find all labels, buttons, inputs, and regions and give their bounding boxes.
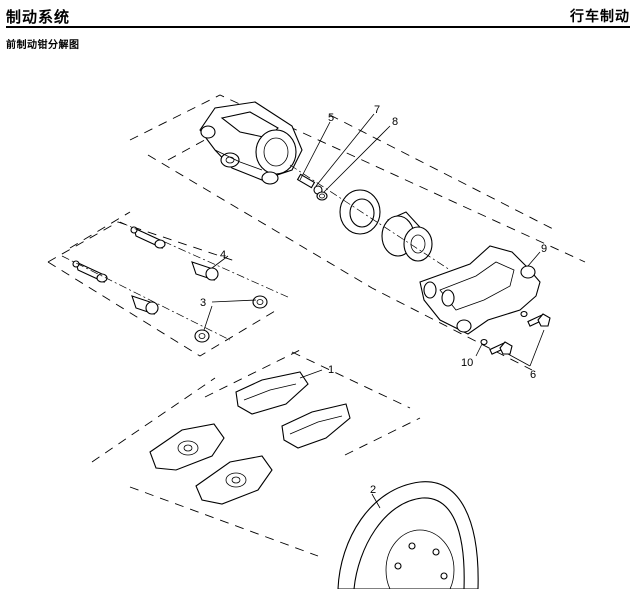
piston-seal bbox=[339, 189, 381, 235]
brake-pad-outer-upper bbox=[235, 371, 309, 415]
pin-axis-upper bbox=[119, 221, 291, 299]
brake-pad-outer-lower bbox=[281, 403, 351, 449]
callout-7: 7 bbox=[374, 104, 380, 116]
carrier-bolt-lower bbox=[489, 341, 513, 355]
caliper-housing bbox=[199, 101, 303, 185]
leader-lines bbox=[203, 113, 545, 509]
callout-8: 8 bbox=[392, 116, 398, 128]
callout-5: 5 bbox=[328, 112, 334, 124]
callout-3: 3 bbox=[200, 297, 206, 309]
callout-4: 4 bbox=[220, 249, 226, 261]
brake-pad-inner-upper bbox=[149, 423, 225, 471]
callout-9: 9 bbox=[541, 243, 547, 255]
guide-pin-lower bbox=[72, 260, 108, 283]
guide-bushing-lower bbox=[131, 295, 159, 315]
guide-pin-cap-lower bbox=[194, 329, 210, 343]
chapter-title: 行车制动 bbox=[570, 9, 630, 25]
brake-pad-group-frame bbox=[91, 349, 421, 557]
brake-pad-inner-lower bbox=[195, 455, 273, 505]
figure-subtitle: 前制动钳分解图 bbox=[6, 40, 80, 51]
callout-10: 10 bbox=[461, 357, 473, 369]
callout-1: 1 bbox=[328, 364, 334, 376]
section-title: 制动系统 bbox=[6, 8, 71, 26]
header-rule bbox=[6, 26, 630, 28]
guide-pin-cap-upper bbox=[252, 295, 268, 309]
washer-upper bbox=[520, 310, 528, 318]
guide-pin-group-frame bbox=[47, 211, 281, 357]
piston bbox=[381, 211, 433, 262]
guide-pin-upper bbox=[130, 226, 166, 249]
guide-bushing-upper bbox=[191, 261, 219, 281]
bleeder-screw bbox=[296, 173, 323, 195]
page-header: 制动系统 行车制动 bbox=[6, 4, 630, 28]
callout-2: 2 bbox=[370, 484, 376, 496]
washer-lower bbox=[480, 338, 488, 346]
caliper-group-frame bbox=[129, 94, 586, 371]
caliper-carrier-bracket bbox=[419, 245, 541, 335]
pin-axis-lower bbox=[61, 255, 231, 341]
bleeder-cap bbox=[316, 191, 328, 201]
brake-disc bbox=[337, 481, 479, 589]
carrier-bolt-upper bbox=[527, 313, 551, 327]
callout-6: 6 bbox=[530, 369, 536, 381]
